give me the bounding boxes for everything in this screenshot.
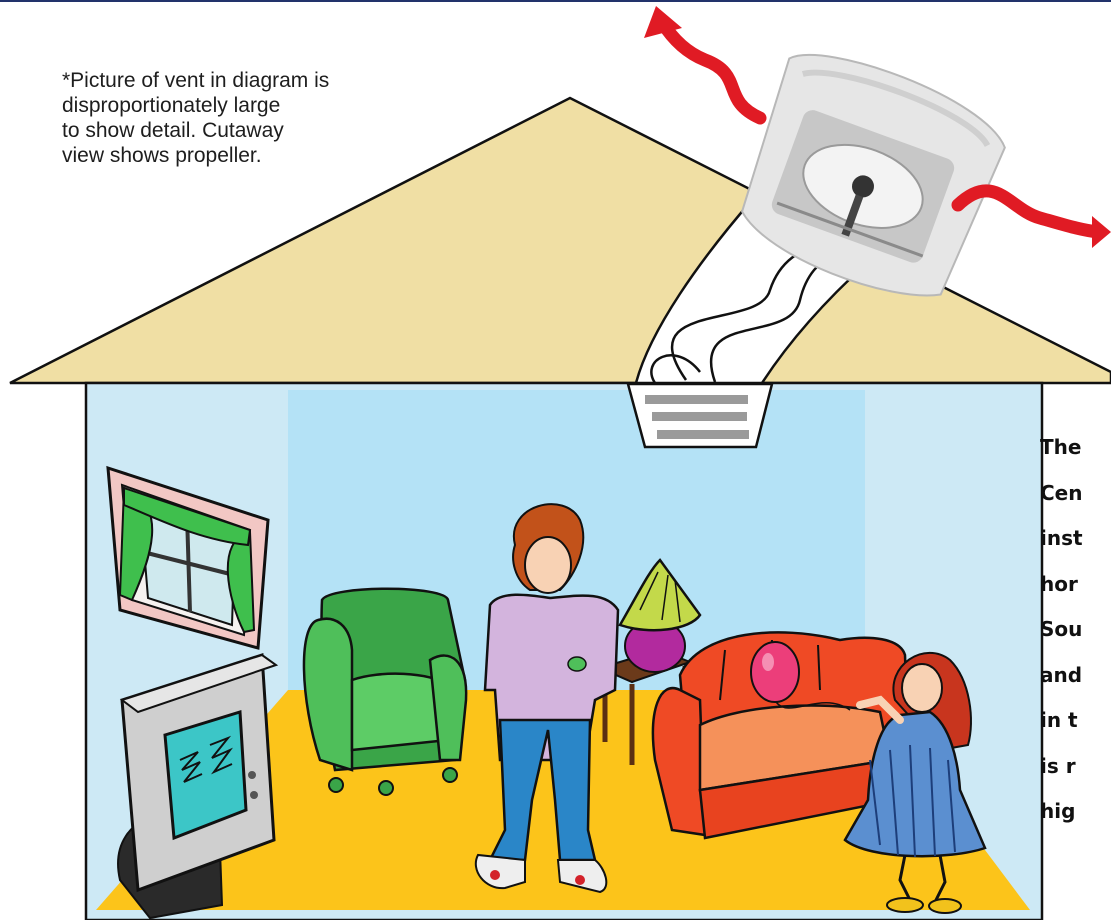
- top-rule: [0, 0, 1111, 2]
- window-icon: [106, 465, 270, 650]
- note-line: *Picture of vent in diagram is: [62, 69, 330, 92]
- girl-icon: [843, 651, 987, 914]
- ceiling-grille-icon: [626, 382, 774, 449]
- side-text-line: inst: [1040, 526, 1083, 550]
- side-text-line: Sou: [1040, 617, 1083, 641]
- balloon-icon: [750, 641, 851, 711]
- side-text-line: in t: [1040, 708, 1078, 732]
- diagram-note: *Picture of vent in diagram is dispropor…: [62, 68, 462, 168]
- television-icon: [117, 652, 279, 920]
- side-text-line: Cen: [1040, 480, 1083, 505]
- side-text-line: and: [1040, 662, 1083, 687]
- note-line: disproportionately large: [62, 94, 281, 117]
- note-line: view shows propeller.: [62, 144, 262, 167]
- airflow-arrow-icon: [644, 6, 767, 125]
- side-text-line: hor: [1040, 571, 1078, 596]
- airflow-arrow-icon: [951, 184, 1111, 248]
- armchair-icon: [302, 587, 468, 796]
- sofa-icon: [651, 631, 910, 840]
- side-text-line: The: [1040, 435, 1082, 459]
- roof-vent-fan-icon: [741, 53, 1006, 297]
- table-lamp-icon: [618, 558, 702, 673]
- boy-icon: [475, 503, 620, 894]
- side-text-line: hig: [1040, 799, 1076, 823]
- side-text-line: is r: [1040, 753, 1076, 778]
- side-description-text: The Cen inst hor Sou and in t is r hig: [1040, 425, 1083, 835]
- note-line: to show detail. Cutaway: [62, 119, 284, 142]
